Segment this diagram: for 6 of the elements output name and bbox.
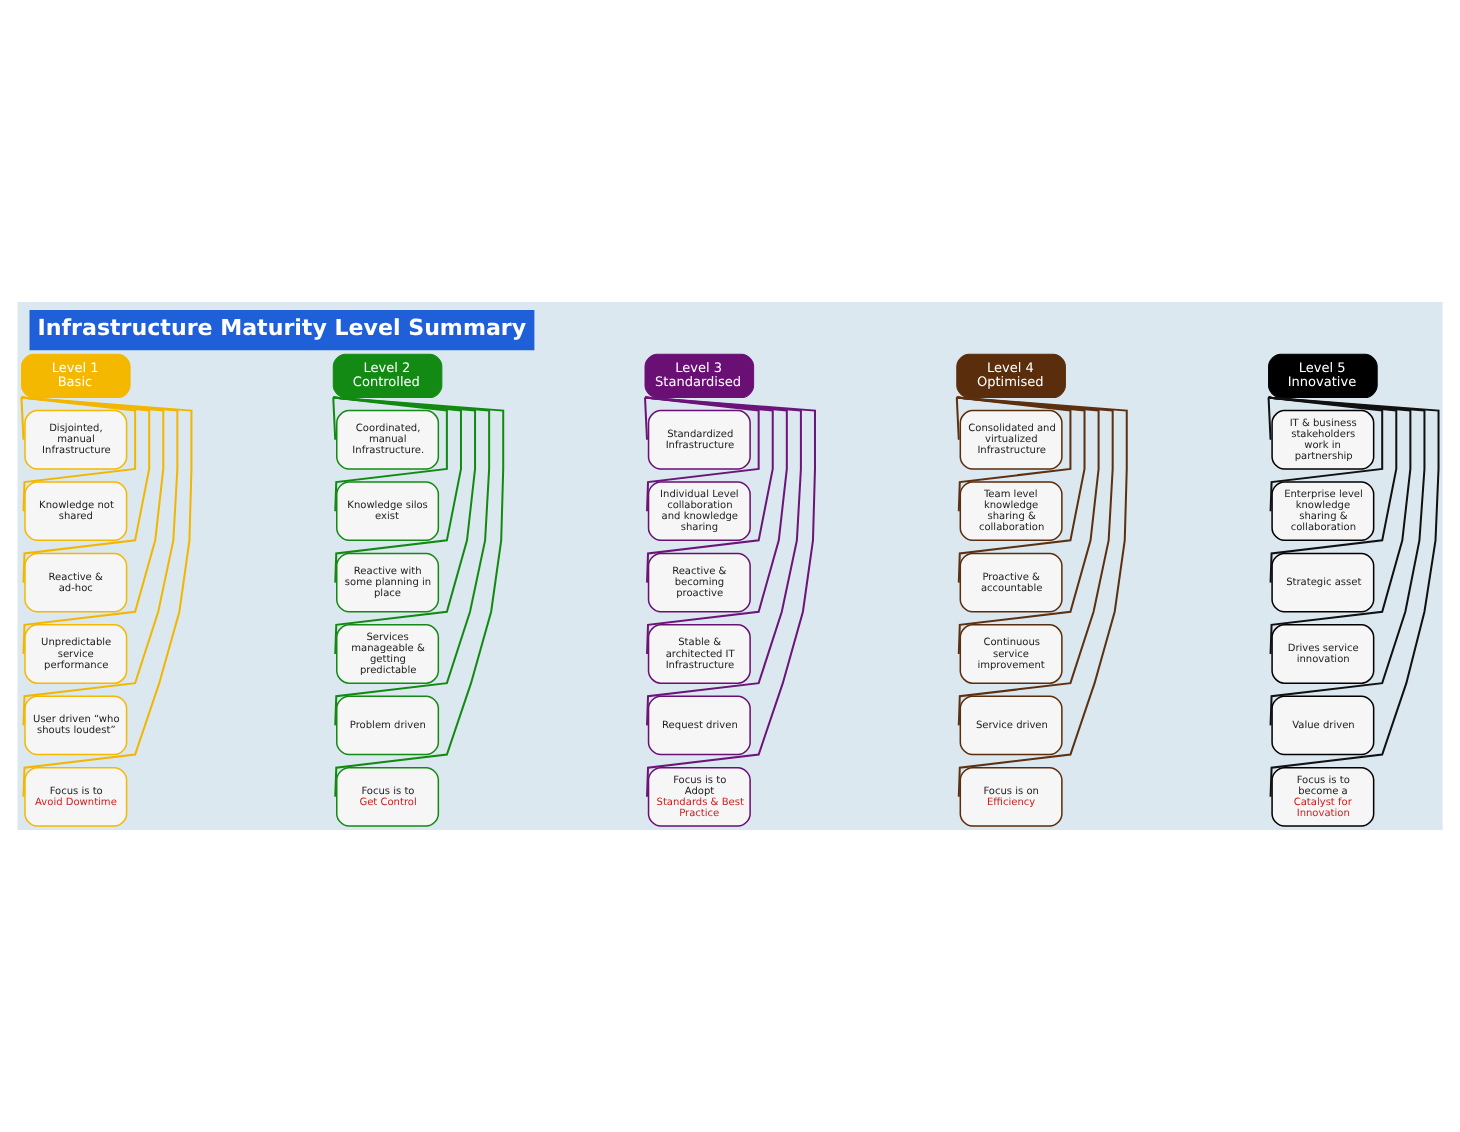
- connector: [332, 397, 337, 440]
- diagram-title: Infrastructure Maturity Level Summary: [37, 314, 527, 341]
- connector: [20, 397, 25, 440]
- connector: [1267, 397, 1272, 440]
- connector: [955, 397, 960, 440]
- connector: [644, 397, 649, 440]
